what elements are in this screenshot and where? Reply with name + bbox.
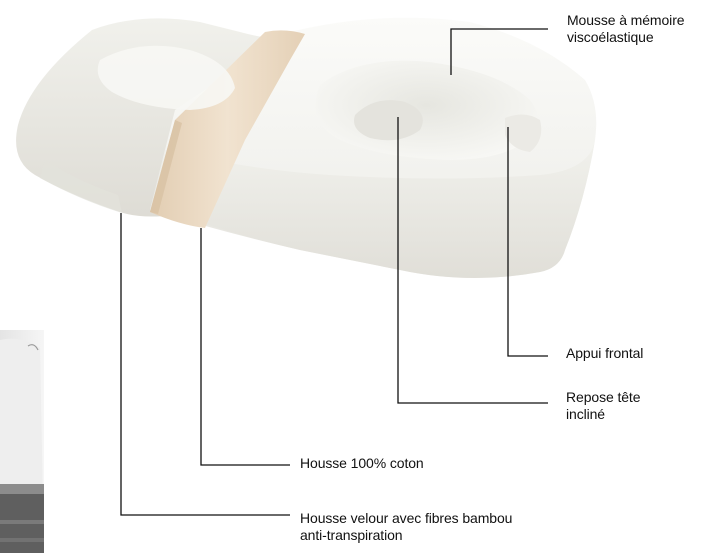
label-inclined-headrest-line1: Repose tête (566, 389, 640, 406)
label-front-support-text: Appui frontal (566, 345, 643, 362)
label-inclined-headrest: Repose tête incliné (566, 389, 640, 423)
label-velour-cover-line2: anti-transpiration (300, 527, 512, 544)
label-inclined-headrest-line2: incliné (566, 406, 640, 423)
label-front-support: Appui frontal (566, 345, 643, 362)
label-memory-foam: Mousse à mémoire viscoélastique (567, 12, 684, 46)
leader-line-cotton-cover (201, 228, 290, 465)
label-cotton-cover: Housse 100% coton (300, 455, 424, 472)
leader-line-velour-cover (121, 213, 290, 515)
label-memory-foam-line2: viscoélastique (567, 29, 684, 46)
label-velour-cover-line1: Housse velour avec fibres bambou (300, 510, 512, 527)
pillow-illustration (16, 18, 596, 278)
label-memory-foam-line1: Mousse à mémoire (567, 12, 684, 29)
background-photo (0, 330, 44, 553)
label-velour-cover: Housse velour avec fibres bambou anti-tr… (300, 510, 512, 544)
label-cotton-cover-text: Housse 100% coton (300, 455, 424, 472)
